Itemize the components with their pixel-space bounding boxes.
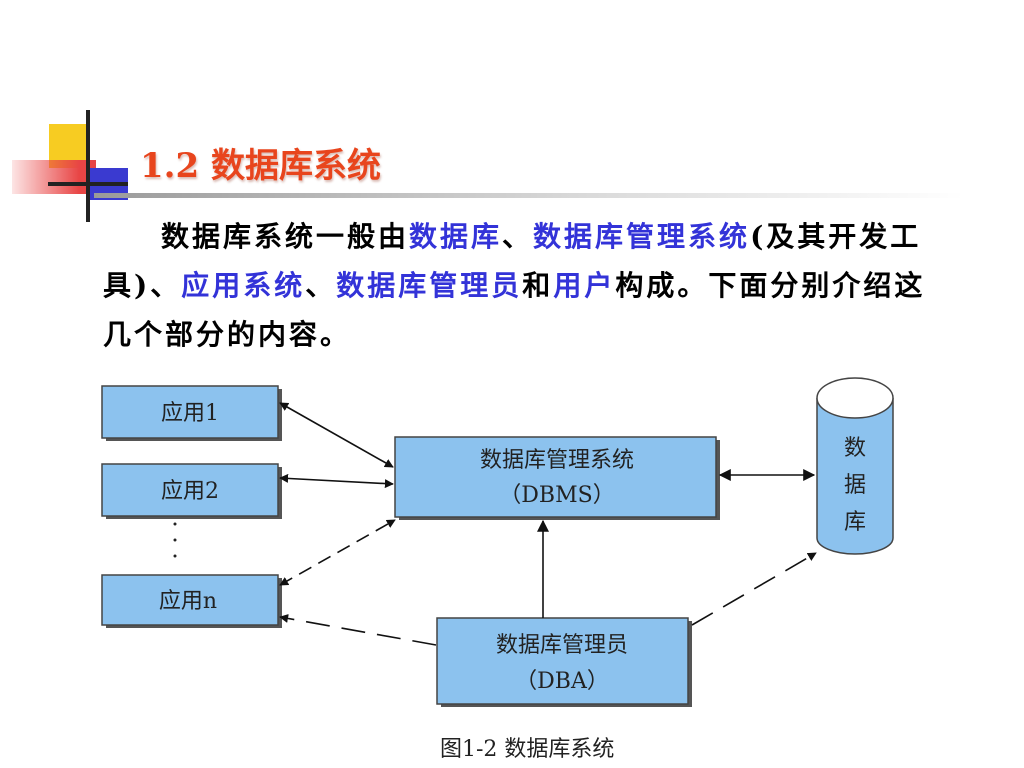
dbms-label-line1: 数据库管理系统 [480,448,634,473]
dbms-box: 数据库管理系统 （DBMS） [394,436,720,520]
database-label-char1: 数 [844,436,866,461]
dba-label-line1: 数据库管理员 [496,633,628,658]
dba-box: 数据库管理员 （DBA） [436,617,692,707]
app1-box: 应用1 [101,385,282,441]
term-dbms: 数据库管理系统 [533,220,751,253]
para-text-6: 构成。下面分别介绍这几个部分的内容。 [103,269,926,351]
arrow-dba-appn-dashed [279,614,437,646]
term-user: 用户 [553,269,616,302]
app1-label: 应用1 [161,401,219,426]
term-application-system: 应用系统 [181,269,306,302]
database-label-char2: 据 [844,473,866,498]
appn-box: 应用n [101,574,282,628]
appn-label: 应用n [159,589,217,614]
figure-caption: 图1-2 数据库系统 [440,737,614,762]
para-text-3: (及其开发工具)、 [103,220,922,302]
app2-label: 应用2 [161,479,219,504]
decorative-horizontal-line [48,182,128,186]
para-text-2: 、 [502,220,534,253]
app2-box: 应用2 [101,463,282,519]
para-text-5: 和 [522,269,554,302]
para-text-4: 、 [305,269,337,302]
slide-title: 1.2 数据库系统 [140,146,381,186]
decorative-vertical-line [86,110,90,222]
database-cylinder: 数 据 库 [816,377,894,555]
dbms-label-line2: （DBMS） [499,483,614,508]
term-database: 数据库 [409,220,503,253]
arrow-app2-dbms [279,473,394,489]
arrow-dba-database-dashed [691,552,817,626]
ellipsis-dots [173,522,177,558]
arrow-appn-dbms-dashed [279,519,396,586]
term-dba: 数据库管理员 [336,269,523,302]
dba-label-line2: （DBA） [515,669,609,694]
para-text-1: 数据库系统一般由 [161,220,410,253]
title-underline [94,193,964,198]
intro-paragraph: 数据库系统一般由数据库、数据库管理系统(及其开发工具)、应用系统、数据库管理员和… [103,212,943,359]
arrow-app1-dbms [279,402,394,468]
database-label-char3: 库 [844,510,866,535]
decorative-red-bar [12,160,96,194]
